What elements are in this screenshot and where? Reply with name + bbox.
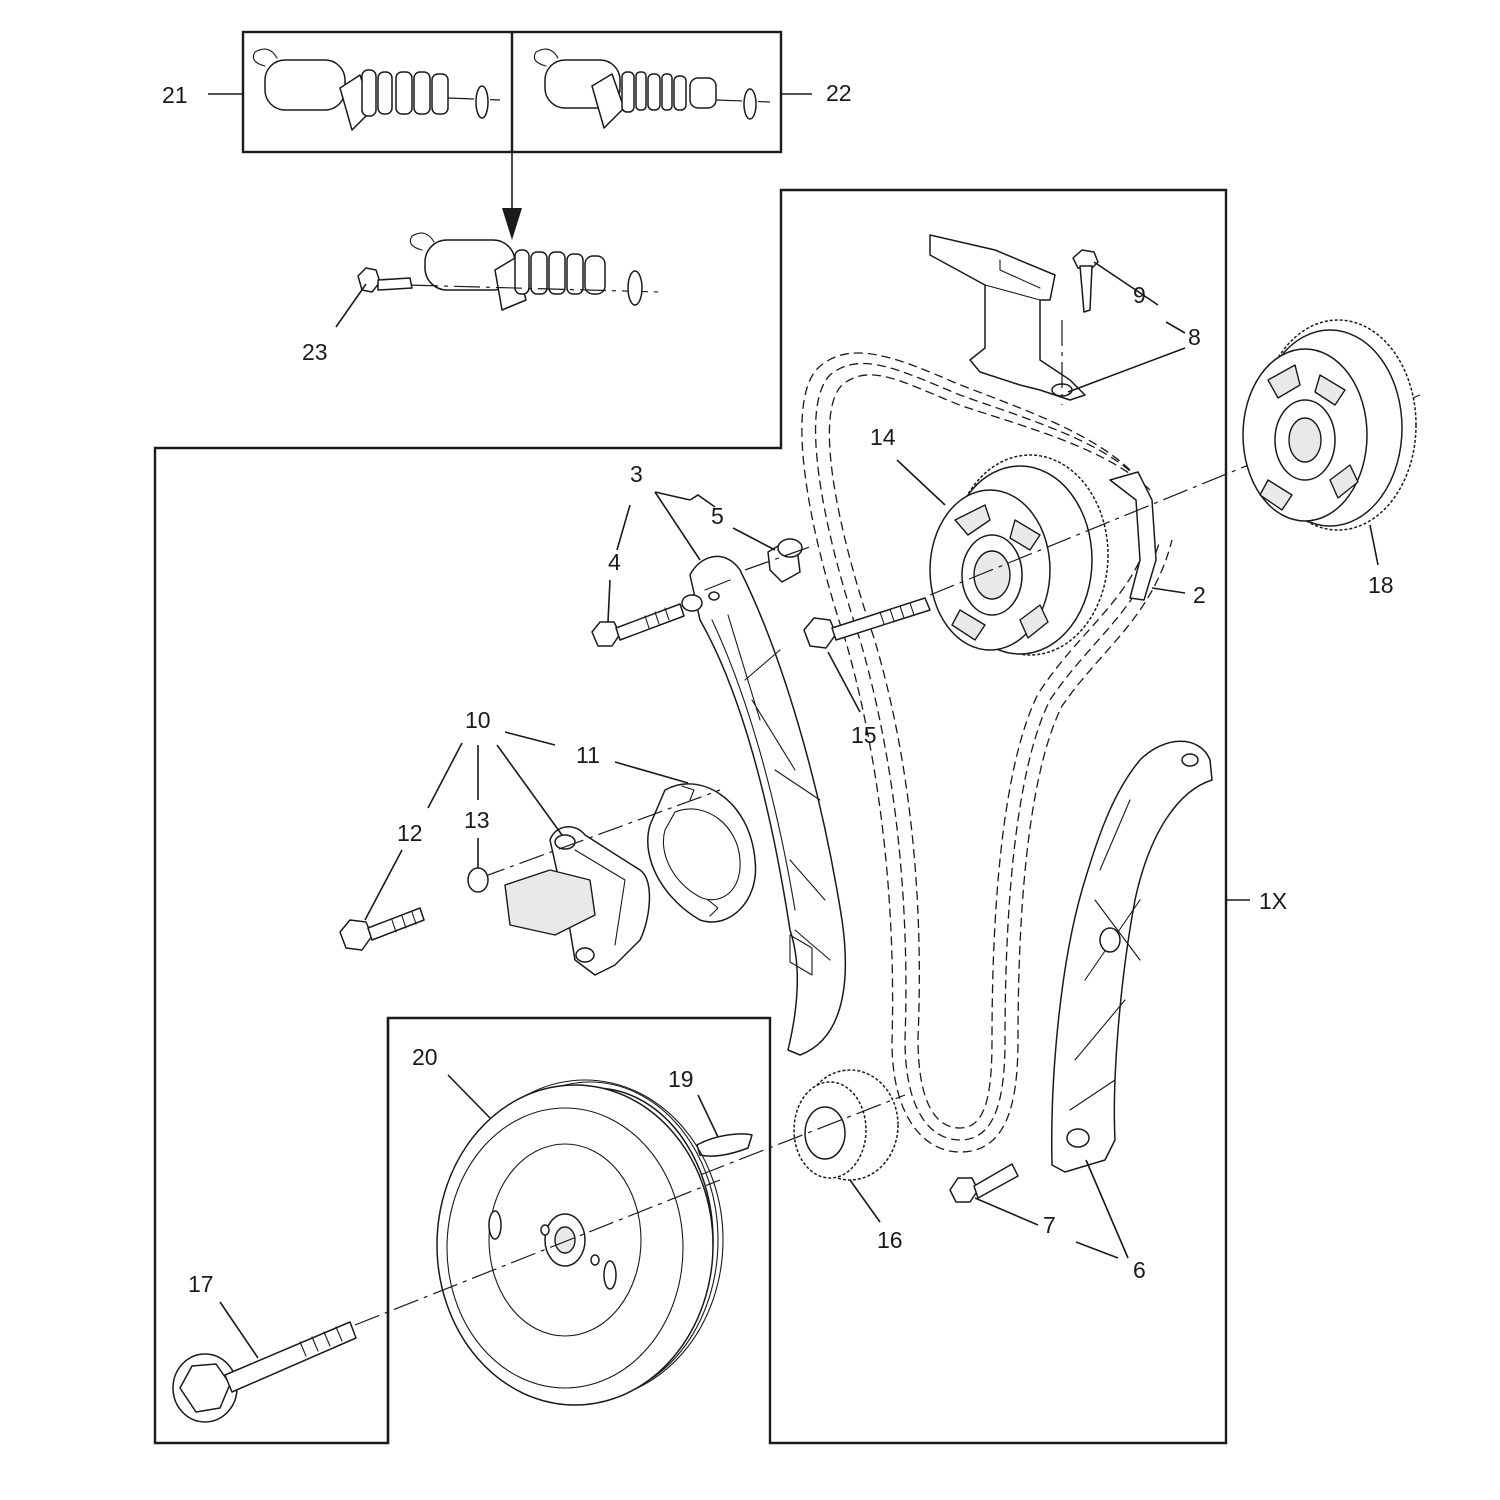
assembly-outline [153,188,1228,1445]
callout-8: 8 [1188,324,1201,350]
callout-19: 19 [668,1066,694,1092]
bolt-4 [591,603,685,647]
callout-6: 6 [1133,1257,1146,1283]
guide-rail-6 [1051,740,1213,1173]
callout-2: 2 [1193,582,1206,608]
solenoid-installed [357,232,661,311]
cam-adjuster-18 [1242,319,1417,531]
callout-3: 3 [630,461,643,487]
callout-21: 21 [162,82,188,108]
callout-22: 22 [826,80,852,106]
callout-5: 5 [711,503,724,529]
callout-18: 18 [1368,572,1394,598]
washer-13 [467,867,489,893]
tensioner-10 [504,826,651,976]
callout-17: 17 [188,1271,214,1297]
tensioner-rail-3 [681,555,847,1056]
callouts: 21 22 23 9 8 14 3 5 4 2 18 15 10 11 12 1… [162,80,1394,1297]
bushing-5 [744,538,816,583]
o-ring-22 [743,88,757,120]
callout-13: 13 [464,807,490,833]
callout-9: 9 [1133,282,1146,308]
callout-14: 14 [870,424,896,450]
solenoid-21 [252,48,501,131]
callout-10: 10 [465,707,491,733]
callout-4: 4 [608,549,621,575]
variant-arrow-head [502,208,522,240]
tensioner-axis [479,789,721,879]
callout-20: 20 [412,1044,438,1070]
callout-16: 16 [877,1227,903,1253]
bolt-23-head [357,267,381,293]
solenoid-22 [533,48,771,129]
callout-11: 11 [576,742,600,768]
timing-chain [801,352,1173,1153]
callout-23: 23 [302,339,328,365]
leader-lines [208,93,1379,1359]
woodruff-key-19 [696,1133,753,1157]
callout-12: 12 [397,820,423,846]
upper-guide-8 [929,234,1099,405]
crank-sprocket-16 [793,1069,899,1181]
pulley-axis [354,1179,721,1326]
callout-1x: 1X [1259,888,1287,914]
o-ring-21 [475,85,489,119]
callout-7: 7 [1043,1212,1056,1238]
callout-15: 15 [851,722,877,748]
bolt-9-head [1072,249,1099,271]
bolt-17 [172,1321,357,1423]
o-ring-installed [627,270,643,306]
crank-axis [699,1094,906,1176]
bolt-15 [803,597,931,649]
bolt-7 [949,1163,1019,1203]
bolt-12 [339,907,425,951]
gasket-11 [647,783,757,923]
cam-adjuster-14 [929,454,1109,656]
crank-pulley-20 [436,1079,724,1406]
